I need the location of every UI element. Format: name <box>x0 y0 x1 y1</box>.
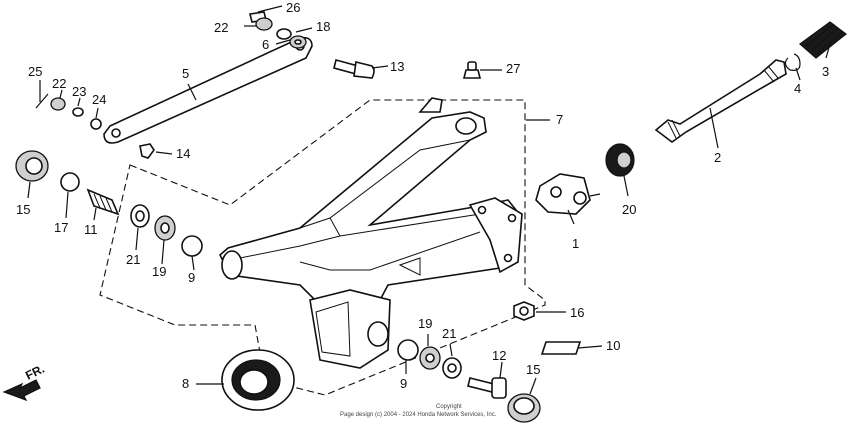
callout-9-right: 9 <box>400 376 407 391</box>
callout-22-top: 22 <box>214 20 228 35</box>
castle-nut[interactable] <box>255 17 273 31</box>
drive-shaft[interactable] <box>654 59 787 143</box>
callout-6: 6 <box>262 37 269 52</box>
callout-numbers: 26 22 18 6 13 27 7 5 14 25 22 23 24 15 1… <box>16 0 829 391</box>
callout-10: 10 <box>606 338 620 353</box>
rubber-bushing[interactable] <box>289 35 307 49</box>
universal-joint[interactable] <box>535 173 591 215</box>
callout-16: 16 <box>570 305 584 320</box>
callout-11: 11 <box>84 222 98 237</box>
dust-seal-9-left[interactable] <box>181 235 203 257</box>
torque-link[interactable] <box>103 36 313 144</box>
dust-seal-9-right[interactable] <box>397 339 419 361</box>
oil-seal[interactable] <box>605 143 635 177</box>
taper-bearing-right[interactable] <box>419 346 441 370</box>
rubber-washer-left[interactable] <box>90 118 102 130</box>
dust-seal-left[interactable] <box>60 172 80 192</box>
spring-washer[interactable] <box>276 28 292 40</box>
pivot-bolt[interactable] <box>333 59 375 79</box>
pivot-lock-nut[interactable] <box>221 349 295 411</box>
castle-nut-left[interactable] <box>50 97 66 111</box>
front-direction-arrow-icon <box>2 379 41 402</box>
swingarm[interactable] <box>219 97 523 369</box>
callout-26: 26 <box>286 0 300 15</box>
copyright-notice: Page design (c) 2004 - 2024 Honda Networ… <box>340 412 497 418</box>
callout-4: 4 <box>794 81 801 96</box>
callout-24: 24 <box>92 92 106 107</box>
joint-spring[interactable] <box>799 21 847 59</box>
pivot-bolt-right[interactable] <box>467 377 507 399</box>
bearing-race-right[interactable] <box>442 357 462 379</box>
taper-bearing-left[interactable] <box>154 215 176 241</box>
circlip[interactable] <box>784 53 801 71</box>
assembly-boundary <box>99 99 546 396</box>
callout-18: 18 <box>316 19 330 34</box>
callout-5: 5 <box>182 66 189 81</box>
grease-nipple[interactable] <box>462 61 482 79</box>
callout-14: 14 <box>176 146 190 161</box>
front-direction-label: FR. <box>23 362 47 383</box>
torque-link-bolt[interactable] <box>139 143 155 159</box>
callout-1: 1 <box>572 236 579 251</box>
callout-21-left: 21 <box>126 252 140 267</box>
copyright-title: Copyright <box>436 404 462 410</box>
callout-3: 3 <box>822 64 829 79</box>
callout-15-left: 15 <box>16 202 30 217</box>
callout-19-left: 19 <box>152 264 166 279</box>
flange-nut[interactable] <box>513 301 535 321</box>
callout-20: 20 <box>622 202 636 217</box>
caution-label <box>540 341 582 355</box>
callout-21-right: 21 <box>442 326 456 341</box>
callout-22-left: 22 <box>52 76 66 91</box>
washer-left[interactable] <box>72 107 84 117</box>
callout-2: 2 <box>714 150 721 165</box>
pivot-adjusting-bolt[interactable] <box>86 188 120 216</box>
callout-15-right: 15 <box>526 362 540 377</box>
callout-7: 7 <box>556 112 563 127</box>
callout-25: 25 <box>28 64 42 79</box>
cotter-pin-left[interactable] <box>35 93 49 109</box>
pivot-cap-left[interactable] <box>15 150 49 182</box>
callout-23: 23 <box>72 84 86 99</box>
callout-19-right: 19 <box>418 316 432 331</box>
callout-8: 8 <box>182 376 189 391</box>
callout-12: 12 <box>492 348 506 363</box>
callout-13: 13 <box>390 59 404 74</box>
callout-27: 27 <box>506 61 520 76</box>
callout-9-left: 9 <box>188 270 195 285</box>
leader-lines <box>27 5 831 395</box>
callout-17: 17 <box>54 220 68 235</box>
pivot-cap-right[interactable] <box>507 393 541 423</box>
bearing-race-left[interactable] <box>130 204 150 228</box>
